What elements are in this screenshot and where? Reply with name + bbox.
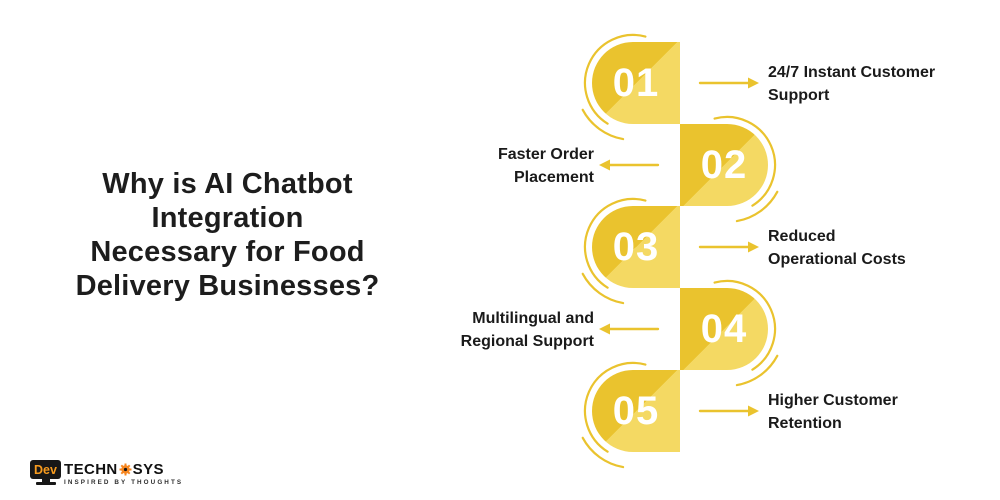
title-line: Necessary for Food bbox=[90, 236, 365, 268]
step-label-4: Multilingual and Regional Support bbox=[460, 310, 594, 350]
monitor-stand bbox=[41, 479, 50, 482]
step-label-5: Higher Customer Retention bbox=[768, 392, 898, 432]
step-number: 04 bbox=[700, 306, 748, 351]
logo-tagline: INSPIRED BY THOUGHTS bbox=[64, 479, 184, 486]
step-number: 02 bbox=[700, 142, 748, 187]
step-pill-03: 03 bbox=[592, 206, 680, 288]
monitor-icon: Dev bbox=[30, 460, 61, 485]
step-number: 03 bbox=[612, 224, 660, 269]
arrow-right-icon bbox=[698, 405, 759, 417]
arrow-left-icon bbox=[599, 323, 660, 335]
logo-brand-left: TECHN bbox=[64, 461, 118, 478]
title-line: Why is AI Chatbot bbox=[102, 168, 353, 200]
step-pill-02: 02 bbox=[680, 124, 768, 206]
logo-dev-text: Dev bbox=[34, 462, 57, 477]
title-line: Delivery Businesses? bbox=[75, 270, 380, 302]
arrow-left-icon bbox=[599, 159, 660, 171]
step-label-1: 24/7 Instant Customer Support bbox=[768, 64, 936, 104]
logo-brand-right: SYS bbox=[132, 461, 164, 478]
step-label-2: Faster Order Placement bbox=[497, 146, 594, 186]
logo: Dev TECHN bbox=[30, 460, 183, 486]
page-title: Why is AI Chatbot Integration Necessary … bbox=[55, 167, 400, 303]
arrow-right-icon bbox=[698, 77, 759, 89]
gear-icon bbox=[119, 463, 132, 476]
step-pill-05: 05 bbox=[592, 370, 680, 452]
step-pill-04: 04 bbox=[680, 288, 768, 370]
title-line: Integration bbox=[151, 202, 304, 234]
logo-brand: TECHN SYS bbox=[64, 462, 183, 477]
step-label-3: Reduced Operational Costs bbox=[768, 228, 906, 268]
arrow-right-icon bbox=[698, 241, 759, 253]
monitor-base bbox=[35, 482, 56, 485]
step-number: 01 bbox=[612, 60, 660, 105]
step-pill-01: 01 bbox=[592, 42, 680, 124]
step-number: 05 bbox=[612, 388, 660, 433]
